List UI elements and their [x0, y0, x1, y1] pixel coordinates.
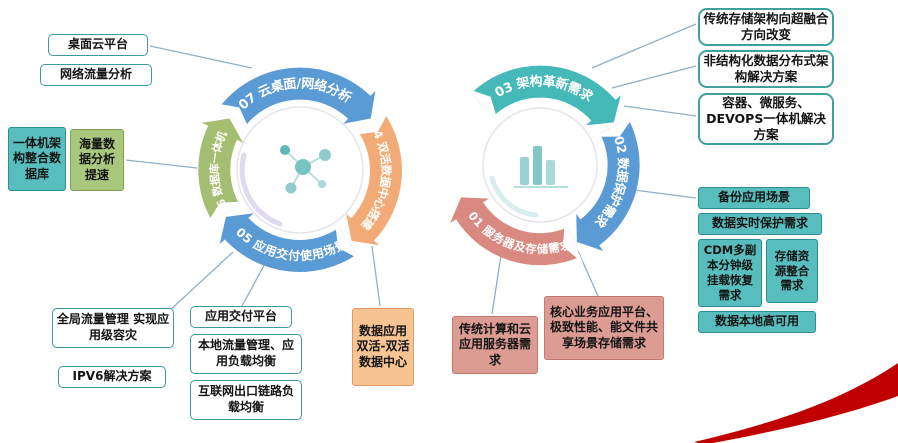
connector-lines: [125, 23, 697, 315]
box-dual-active-dc: 数据应用双活-双活数据中心: [352, 308, 414, 386]
box-local-traffic: 本地流量管理、应用负载均衡: [190, 334, 302, 374]
box-unstructured: 非结构化数据分布式架构解决方案: [698, 50, 834, 88]
box-ipv6: IPV6解决方案: [58, 366, 166, 388]
connector-line: [633, 189, 697, 199]
box-allinone-arch: 一体机架构整合数据库: [8, 127, 66, 191]
box-realtime-protection: 数据实时保护需求: [698, 213, 822, 235]
segment-01-arc: [450, 197, 584, 266]
connector-line: [611, 65, 697, 89]
connector-line: [591, 23, 697, 69]
box-desktop-cloud: 桌面云平台: [48, 34, 148, 56]
connector-line: [125, 159, 198, 169]
connector-line: [149, 45, 253, 69]
red-swoosh-decoration: [694, 363, 898, 443]
box-global-traffic: 全局流量管理 实现应用级容灾: [52, 308, 174, 348]
left-ring: 07 云桌面/网络分析 04 双活数据中心搭建 05 应用交付使用场景 06 数…: [198, 67, 402, 272]
box-backup-scene: 备份应用场景: [698, 187, 810, 209]
segment-04-arc: [346, 109, 402, 246]
segment-03-arc: [466, 65, 621, 126]
connector-line: [371, 245, 381, 307]
box-storage-arch-change: 传统存储架构向超融合方向改变: [698, 8, 834, 46]
box-app-delivery: 应用交付平台: [190, 306, 292, 328]
connector-line: [491, 254, 502, 315]
connector-line: [623, 105, 697, 117]
molecule-icon: [280, 145, 331, 194]
box-mass-data-speed: 海量数据分析提速: [70, 129, 124, 191]
segment-05-arc: [219, 213, 361, 272]
box-internet-link: 互联网出口链路负载均衡: [190, 380, 302, 420]
segment-07-arc: [213, 67, 376, 132]
box-container-devops: 容器、微服务、DEVOPS一体机解决方案: [698, 93, 834, 145]
connector-line: [167, 251, 234, 313]
segment-02-arc: [576, 115, 640, 252]
box-network-traffic: 网络流量分析: [40, 64, 152, 86]
box-local-ha: 数据本地高可用: [698, 311, 816, 333]
box-storage-integration: 存储资源整合需求: [766, 239, 818, 303]
segment-06-arc: [198, 118, 246, 225]
box-core-business: 核心业务应用平台、极致性能、能文件共享场景存储需求: [544, 296, 664, 360]
box-traditional-compute: 传统计算和云应用服务器需求: [452, 316, 538, 374]
connector-line: [577, 250, 599, 297]
box-cdm-recovery: CDM多副本分钟级挂载恢复需求: [698, 239, 762, 307]
connector-line: [241, 259, 268, 307]
right-ring: 03 架构革新需求 02 数据保护需求 01 服务器及存储需求: [450, 65, 640, 266]
bar-chart-icon: [514, 146, 568, 188]
